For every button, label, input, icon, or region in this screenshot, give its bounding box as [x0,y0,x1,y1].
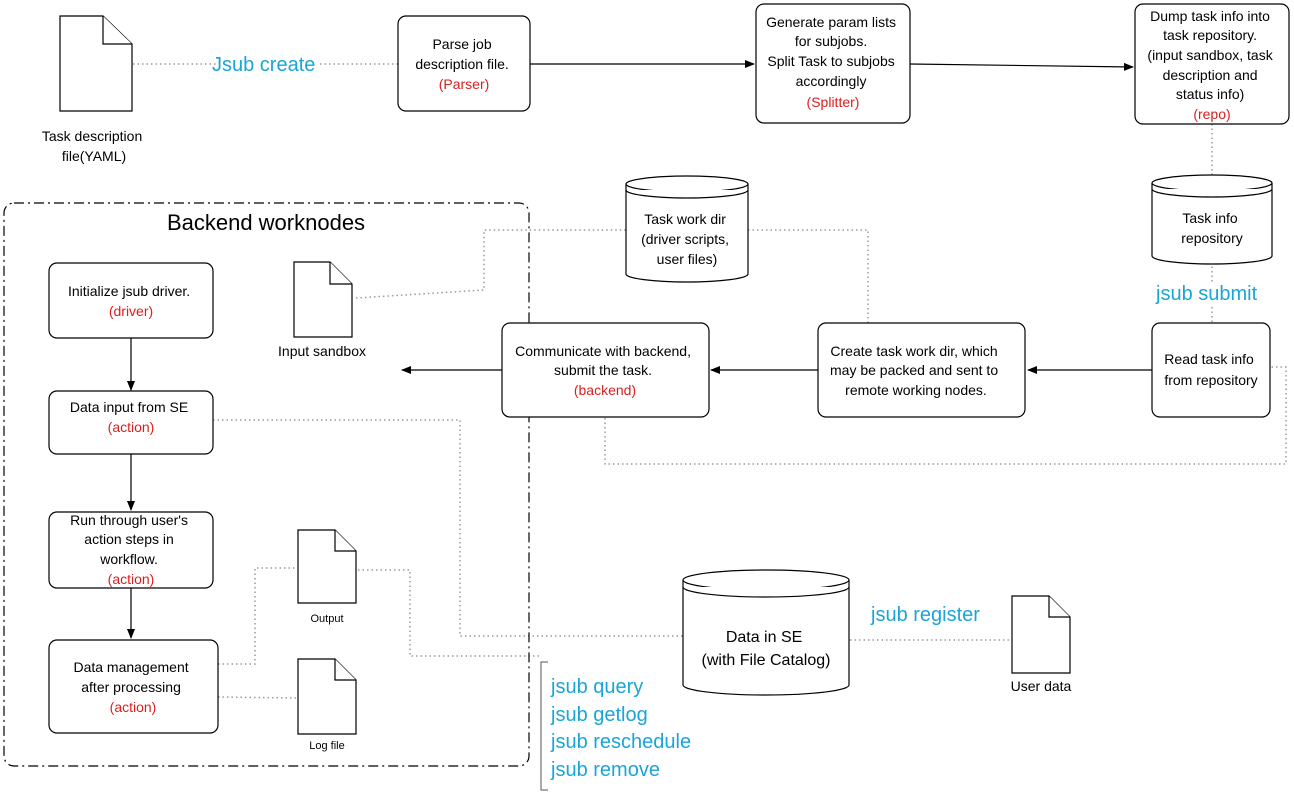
log-file-icon [297,658,357,735]
output-file-icon [297,529,357,604]
output-label: Output [310,613,343,625]
data-mgmt-box [48,639,219,734]
jsub-submit-label: jsub submit [1155,283,1258,305]
task-description-file-icon [59,15,133,112]
user-data-file-icon [1011,595,1071,674]
backend-text: Communicate with backend, submit the tas… [515,343,695,398]
jsub-remove-label: jsub remove [550,759,660,781]
run-steps-text: Run through user's action steps in workf… [70,512,192,587]
read-task-info-text: Read task info from repository [1164,351,1257,388]
driver-box [48,262,214,339]
task-info-repository-cylinder [1151,174,1273,265]
worknodes-title: Backend worknodes [167,210,365,235]
splitter-box [755,3,911,124]
driver-text: Initialize jsub driver. (driver) [68,283,194,319]
input-sandbox-label: Input sandbox [278,343,366,359]
data-input-text: Data input from SE (action) [70,399,192,435]
task-info-repository-text: Task info repository [1181,210,1242,246]
data-se-cylinder [682,569,850,696]
backend-box [501,322,710,418]
data-se-text: Data in SE (with File Catalog) [702,629,831,669]
data-input-box [48,390,214,455]
repo-box [1134,3,1290,125]
jsub-commands-list: jsub query jsub getlog jsub reschedule j… [550,676,691,781]
jsub-register-label: jsub register [870,604,980,626]
dotted-connectors [133,63,1287,699]
jsub-query-label: jsub query [550,676,643,698]
flow-arrows [127,60,1152,639]
create-work-dir-box [817,322,1026,418]
jsub-getlog-label: jsub getlog [550,704,648,726]
parser-box [397,15,531,112]
task-file-label: Task description file(YAML) [42,128,146,164]
parser-text: Parse job description file. (Parser) [415,36,512,92]
read-task-info-box [1151,322,1271,418]
task-work-dir-cylinder [625,175,749,283]
splitter-text: Generate param lists for subjobs. Split … [766,14,900,110]
repo-text: Dump task info into task repository. (in… [1147,8,1276,122]
task-work-dir-text: Task work dir (driver scripts, user file… [641,211,733,267]
user-data-label: User data [1011,678,1072,694]
run-steps-box [48,511,214,589]
input-sandbox-file-icon [293,261,353,338]
jsub-reschedule-label: jsub reschedule [550,731,691,753]
data-mgmt-text: Data management after processing (action… [73,659,192,715]
create-work-dir-text: Create task work dir, which may be packe… [830,343,1002,398]
jsub-create-label: Jsub create [212,54,315,76]
commands-bracket [540,661,548,791]
log-file-label: Log file [309,740,344,752]
